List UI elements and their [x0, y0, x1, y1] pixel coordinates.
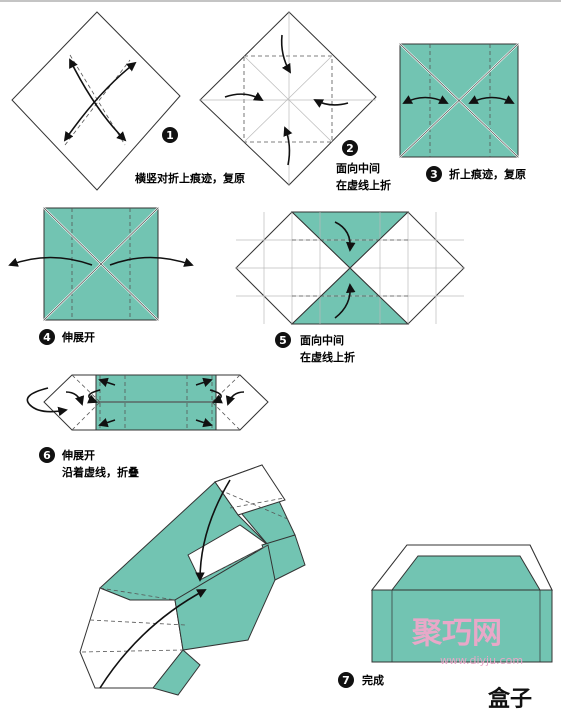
step-3-figure	[399, 43, 519, 158]
step-5-number: 5	[279, 334, 287, 347]
step-2-caption-line1: 面向中间	[336, 161, 380, 175]
step-6-figure	[26, 374, 269, 431]
step-2-caption-line2: 在虚线上折	[336, 178, 391, 192]
step-6-caption-line1: 伸展开	[61, 448, 95, 462]
step-7-figure	[370, 544, 553, 663]
step-3-badge: 3	[426, 166, 442, 182]
step-2-number: 2	[346, 142, 354, 155]
step-2-badge: 2	[342, 140, 358, 156]
step-4-caption: 伸展开	[61, 330, 95, 344]
step-3-caption: 折上痕迹，复原	[449, 167, 526, 181]
step-6-number: 6	[43, 449, 51, 462]
step-5-figure	[235, 211, 465, 325]
step-1-figure	[11, 11, 181, 191]
step-1-badge: 1	[162, 127, 178, 143]
step-7-caption: 完成	[362, 673, 384, 687]
step-5-badge: 5	[275, 332, 291, 348]
page-title: 盒子	[487, 686, 532, 712]
step-3-number: 3	[430, 168, 438, 181]
watermark-url: www.diyju.com	[440, 654, 523, 667]
step-7-badge: 7	[338, 672, 354, 688]
step-4-figure	[8, 207, 194, 321]
step-1-number: 1	[166, 129, 174, 142]
step-6-badge: 6	[39, 447, 55, 463]
step-6-folding-figure	[79, 464, 306, 696]
step-2-figure	[199, 11, 377, 186]
step-4-number: 4	[43, 331, 51, 344]
watermark-logo-text: 聚巧网	[411, 616, 502, 651]
step-1-caption: 横竖对折上痕迹，复原	[135, 171, 245, 185]
step-5-caption-line1: 面向中间	[300, 333, 344, 347]
step-5-caption-line2: 在虚线上折	[300, 350, 355, 364]
step-7-number: 7	[342, 674, 350, 687]
step-6-caption-line2: 沿着虚线，折叠	[62, 465, 139, 479]
step-4-badge: 4	[39, 329, 55, 345]
